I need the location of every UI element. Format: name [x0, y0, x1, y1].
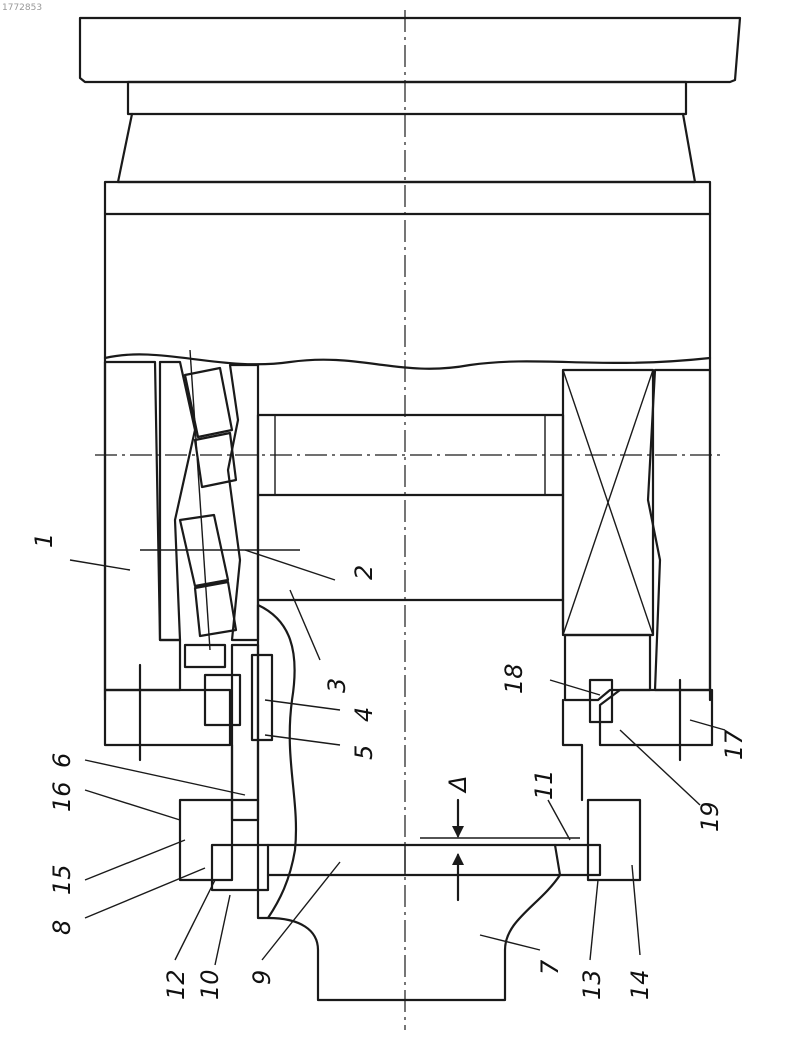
- label-13: 13: [578, 969, 606, 1000]
- lower-collar: [180, 700, 640, 890]
- label-11: 11: [530, 769, 558, 800]
- label-10: 10: [196, 969, 224, 1000]
- label-12: 12: [162, 969, 190, 1000]
- left-lower-assembly: [105, 645, 272, 820]
- label-18: 18: [500, 663, 528, 694]
- part-labels: 1 2 3 4 5 16 6 15 8 12 10 9 7 13 14 11 1…: [30, 533, 748, 1000]
- leader-lines: [70, 550, 725, 965]
- shaft: [258, 415, 563, 630]
- label-5: 5: [350, 745, 378, 760]
- label-7: 7: [536, 959, 564, 975]
- label-6: 6: [48, 753, 76, 768]
- label-8: 8: [48, 920, 76, 935]
- label-9: 9: [248, 970, 276, 985]
- inner-ring: [228, 365, 258, 640]
- label-1: 1: [30, 533, 58, 548]
- label-delta: Δ: [444, 776, 472, 794]
- label-4: 4: [350, 707, 378, 722]
- shaft-end: [268, 875, 560, 1000]
- label-17: 17: [720, 729, 748, 760]
- label-16: 16: [48, 781, 76, 812]
- label-19: 19: [696, 801, 724, 832]
- label-15: 15: [48, 864, 76, 895]
- sleeve-section: [258, 605, 296, 918]
- label-14: 14: [626, 969, 654, 1000]
- tapered-rollers: [140, 350, 300, 650]
- label-2: 2: [350, 565, 378, 580]
- housing-right-section: [563, 370, 712, 760]
- label-3: 3: [323, 678, 351, 693]
- doc-number: 1772853: [2, 3, 42, 13]
